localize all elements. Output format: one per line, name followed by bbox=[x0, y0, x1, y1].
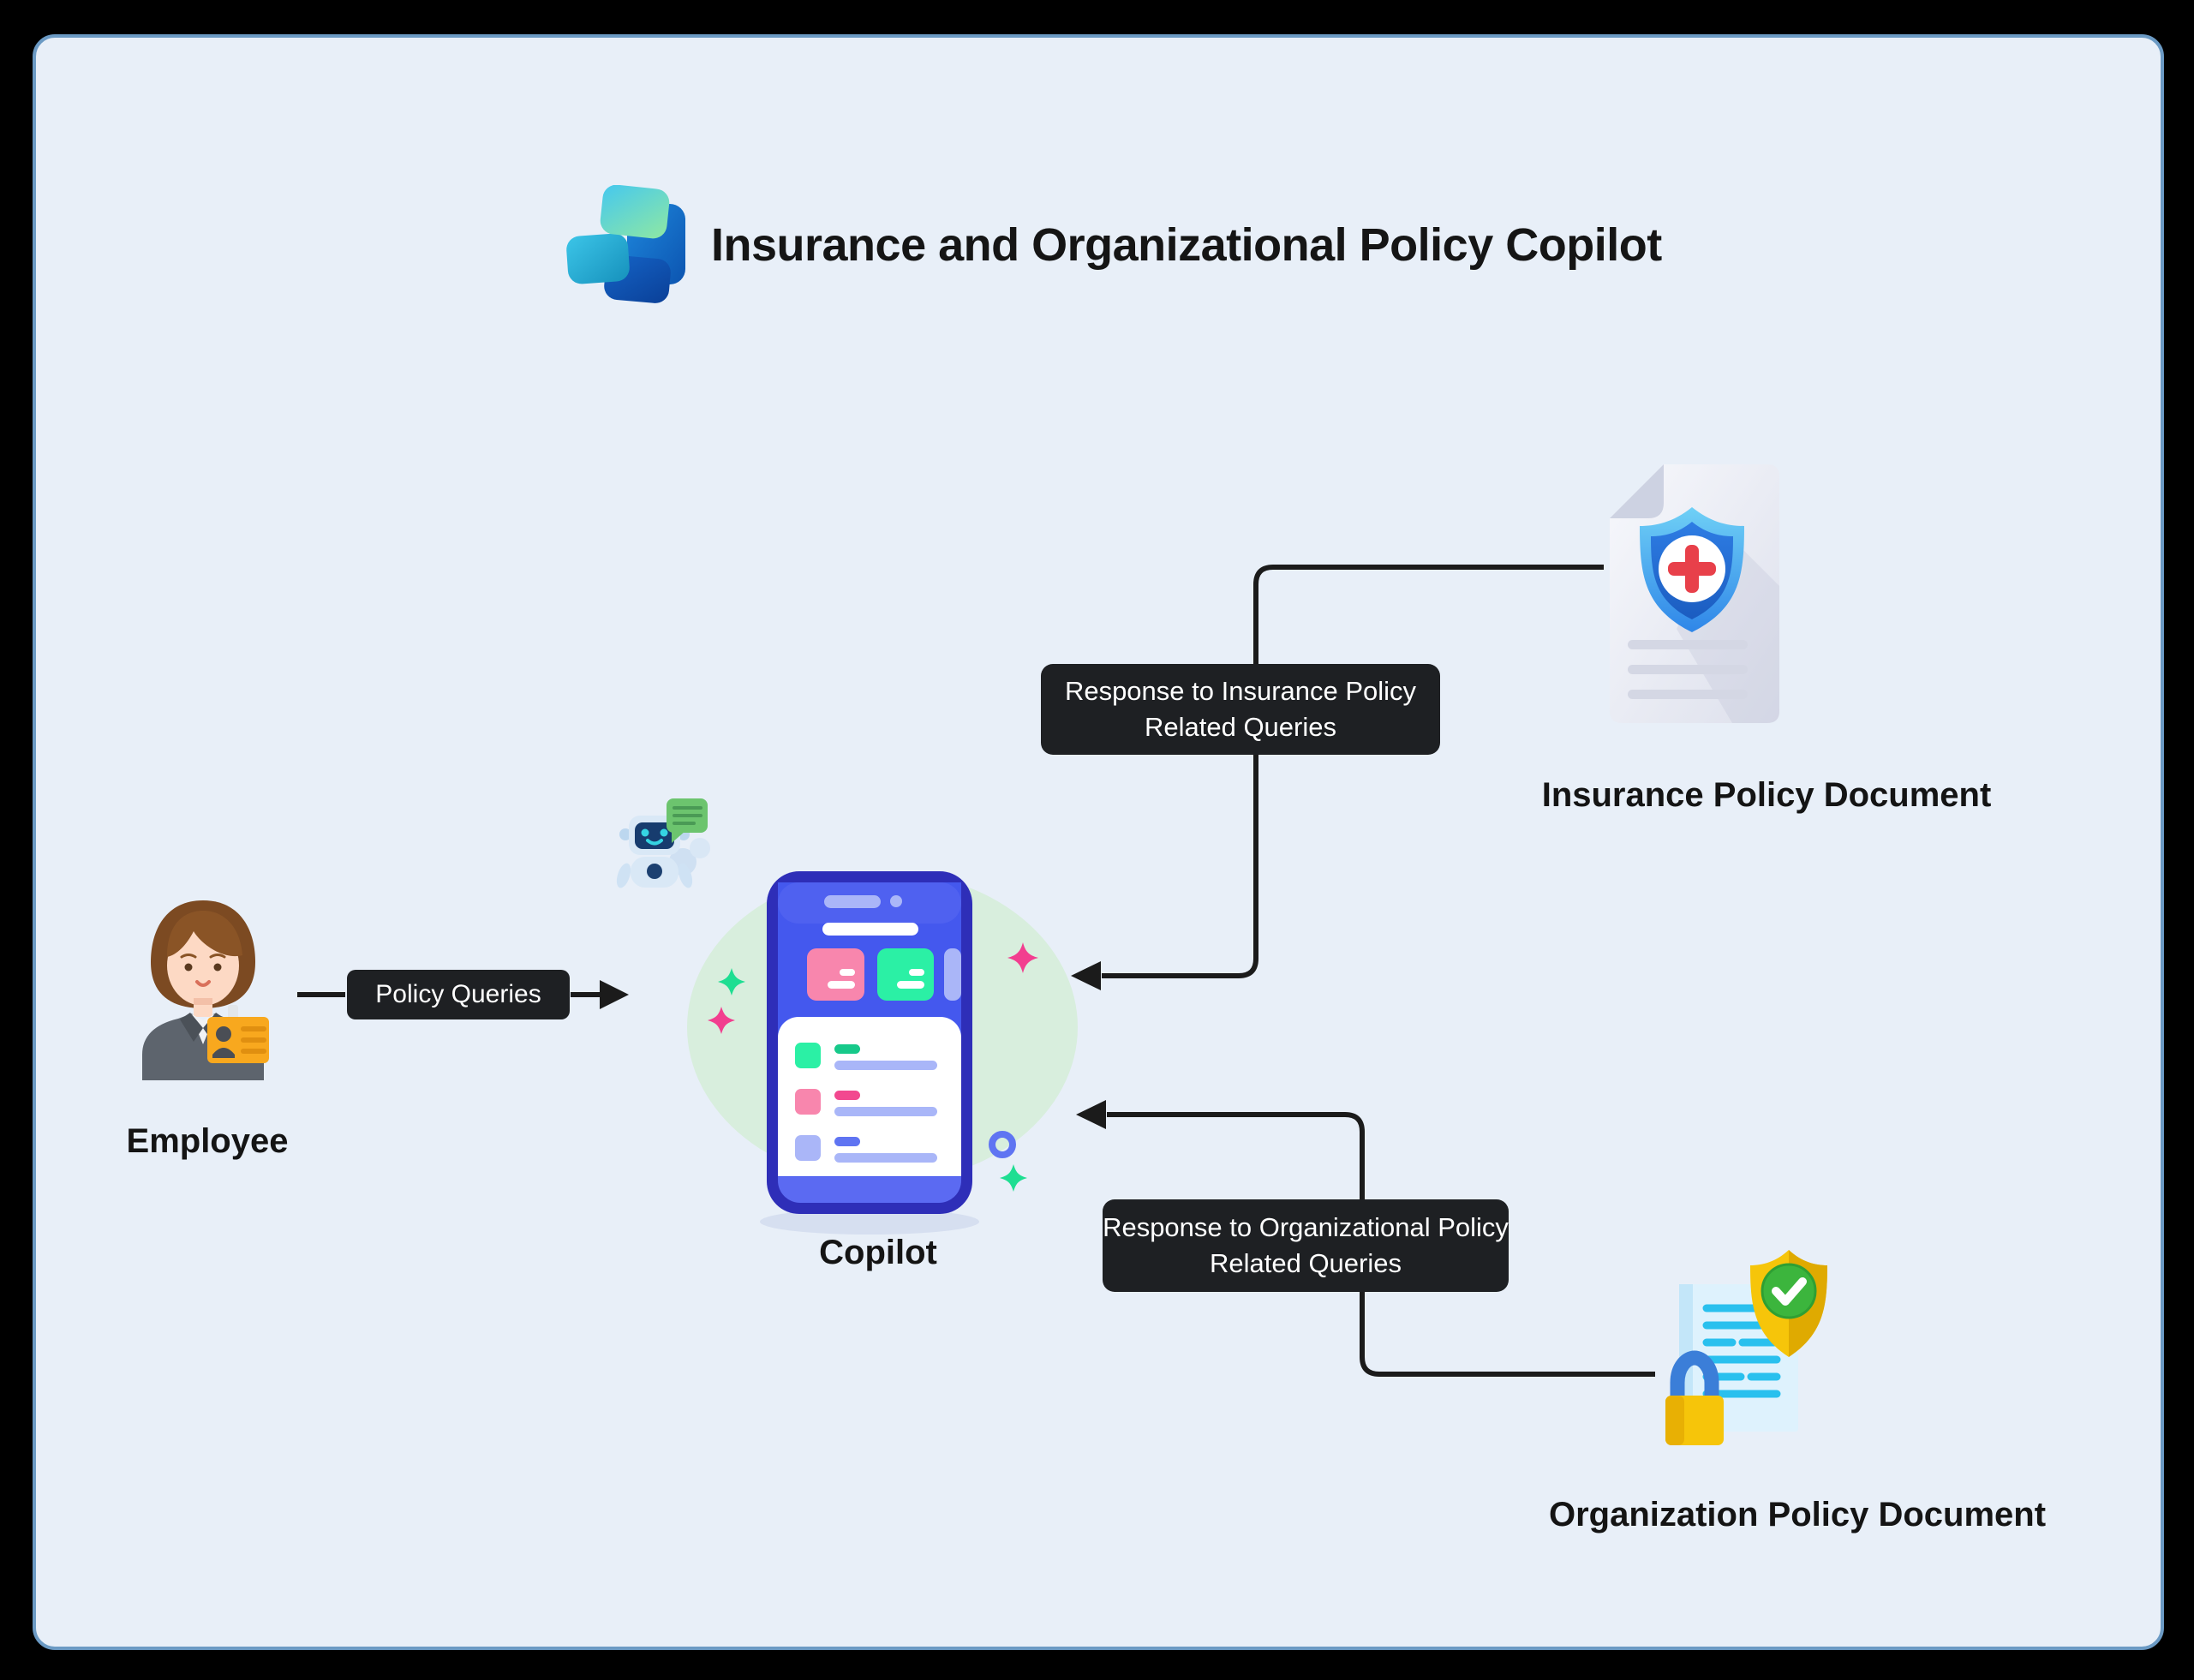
employee-avatar-icon bbox=[142, 900, 269, 1080]
copilot-node bbox=[610, 792, 1124, 1276]
arrowhead-organization-response bbox=[1076, 1100, 1106, 1129]
edge-label-policy-queries: Policy Queries bbox=[347, 970, 570, 1019]
copilot-logo-icon bbox=[566, 185, 685, 303]
employee-node bbox=[122, 890, 293, 1100]
sparkle-icons bbox=[718, 968, 1027, 1192]
chatbot-icon bbox=[616, 798, 708, 888]
insurance-response-line bbox=[1102, 565, 1604, 978]
copilot-label: Copilot bbox=[819, 1234, 937, 1271]
edge-label-organization-response: Response to Organizational Policy Relate… bbox=[1103, 1199, 1509, 1292]
header: Insurance and Organizational Policy Copi… bbox=[560, 185, 1662, 305]
edge-label-insurance-response: Response to Insurance Policy Related Que… bbox=[1041, 664, 1440, 755]
insurance-policy-document-icon bbox=[1610, 464, 1779, 723]
organization-policy-document-icon bbox=[1665, 1250, 1827, 1445]
insurance-document-node bbox=[1595, 453, 1792, 740]
insurance-document-label: Insurance Policy Document bbox=[1541, 776, 1992, 814]
page-title: Insurance and Organizational Policy Copi… bbox=[711, 219, 1662, 271]
diagram-panel: Insurance and Organizational Policy Copi… bbox=[33, 34, 2164, 1650]
organization-document-node bbox=[1647, 1237, 1844, 1464]
organization-document-label: Organization Policy Document bbox=[1548, 1496, 2047, 1534]
copilot-phone-icon bbox=[616, 798, 1078, 1235]
connector-layer bbox=[297, 565, 1655, 1377]
arrowhead-insurance-response bbox=[1071, 961, 1101, 990]
arrowhead-policy-queries bbox=[600, 980, 629, 1009]
employee-label: Employee bbox=[126, 1122, 289, 1160]
